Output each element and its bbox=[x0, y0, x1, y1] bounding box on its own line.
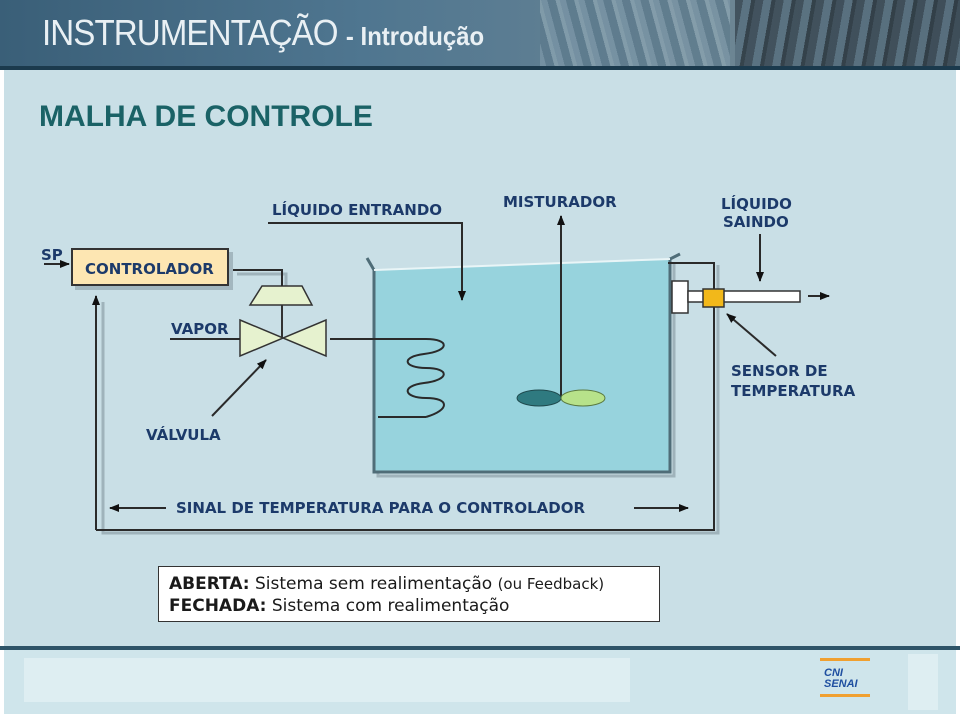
impeller-right-blade bbox=[560, 389, 606, 407]
tank-liquid bbox=[374, 259, 670, 472]
liquid-in-arrow bbox=[268, 222, 466, 301]
liquid-out-label-line1: LÍQUIDO bbox=[721, 195, 792, 213]
valve-actuator bbox=[248, 285, 314, 306]
setpoint-label: SP bbox=[41, 246, 63, 264]
mixer-label: MISTURADOR bbox=[503, 193, 617, 211]
valve bbox=[239, 285, 327, 358]
header-photo-worker bbox=[735, 0, 960, 66]
closed-loop-line: FECHADA: Sistema com realimentação bbox=[169, 595, 659, 617]
header-title: INSTRUMENTAÇÃO - Introdução bbox=[42, 12, 484, 54]
sensor-label-line2: TEMPERATURA bbox=[731, 382, 856, 400]
header-title-main: INSTRUMENTAÇÃO bbox=[42, 12, 339, 53]
sensor-pointer bbox=[726, 313, 777, 357]
open-loop-text: Sistema sem realimentação bbox=[255, 574, 493, 594]
valve-body bbox=[239, 318, 327, 358]
steam-label: VAPOR bbox=[171, 320, 229, 338]
sensor-label-line1: SENSOR DE bbox=[731, 362, 828, 380]
signal-label: SINAL DE TEMPERATURA PARA O CONTROLADOR bbox=[176, 499, 586, 517]
open-loop-note: (ou Feedback) bbox=[497, 575, 605, 593]
feedback-bottom-line bbox=[96, 262, 715, 531]
footer-band bbox=[24, 658, 630, 702]
liquid-in-label: LÍQUIDO ENTRANDO bbox=[272, 201, 443, 219]
logo-line1: CNI bbox=[824, 667, 843, 679]
liquid-out-label-line2: SAINDO bbox=[723, 213, 789, 231]
footer-divider bbox=[0, 646, 960, 650]
tank-surface bbox=[373, 258, 671, 271]
heating-coil bbox=[330, 338, 445, 418]
header-subtitle: - Introdução bbox=[345, 21, 485, 51]
footer-square bbox=[908, 654, 938, 710]
page-title: MALHA DE CONTROLE bbox=[39, 100, 373, 133]
open-loop-line: ABERTA: Sistema sem realimentação (ou Fe… bbox=[169, 573, 659, 595]
logo-line2: SENAI bbox=[824, 678, 858, 690]
controller-valve-line bbox=[231, 269, 283, 286]
impeller-left-blade bbox=[516, 389, 562, 407]
loop-type-box: ABERTA: Sistema sem realimentação (ou Fe… bbox=[158, 566, 660, 622]
controller-label: CONTROLADOR bbox=[85, 260, 214, 278]
closed-loop-label: FECHADA: bbox=[169, 596, 267, 616]
header-banner: INSTRUMENTAÇÃO - Introdução bbox=[0, 0, 960, 66]
controller-box: CONTROLADOR bbox=[71, 248, 229, 286]
outlet-flange bbox=[671, 280, 689, 314]
valve-label: VÁLVULA bbox=[146, 426, 221, 444]
temperature-sensor bbox=[702, 288, 725, 308]
valve-pointer bbox=[211, 359, 267, 417]
tank-wall bbox=[365, 252, 681, 474]
header-photo-industrial bbox=[540, 0, 730, 66]
closed-loop-text: Sistema com realimentação bbox=[271, 596, 510, 616]
open-loop-label: ABERTA: bbox=[169, 574, 250, 594]
outlet-pipe bbox=[687, 290, 801, 303]
header-divider bbox=[0, 66, 960, 70]
